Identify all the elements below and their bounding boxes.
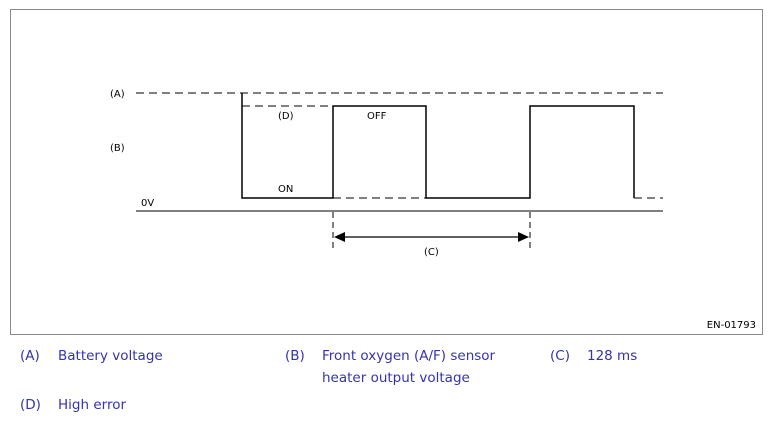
legend-item-a: (A) Battery voltage [20, 345, 260, 369]
legend-text-d: High error [58, 397, 127, 413]
label-off: OFF [367, 111, 387, 122]
legend-text-c: 128 ms [587, 348, 638, 364]
diagram-frame: EN-01793 [10, 9, 763, 335]
legend-key-b: (B) [285, 348, 305, 364]
heater-output-waveform [241, 93, 635, 199]
period-arrow-right-head [518, 232, 529, 242]
label-c: (C) [424, 247, 439, 258]
legend-text-b: Front oxygen (A/F) sensor [322, 348, 496, 364]
label-zero-volt: 0V [141, 198, 154, 209]
legend-text-b-line2: heater output voltage [322, 370, 470, 386]
label-a: (A) [110, 89, 125, 100]
figure-code: EN-01793 [706, 320, 756, 331]
legend-item-b: (B) Front oxygen (A/F) sensor heater out… [285, 345, 535, 391]
legend-item-d: (D) High error [20, 394, 260, 418]
period-arrow-left-head [334, 232, 345, 242]
legend-key-d: (D) [20, 397, 41, 413]
legend-key-a: (A) [20, 348, 40, 364]
legend-item-c: (C) 128 ms [550, 345, 700, 369]
legend-key-c: (C) [550, 348, 570, 364]
label-d: (D) [278, 111, 294, 122]
waveform-diagram: (A) (B) (D) OFF ON 0V (C) [110, 89, 663, 258]
label-b: (B) [110, 143, 125, 154]
legend-text-a: Battery voltage [58, 348, 163, 364]
label-on: ON [278, 184, 293, 195]
